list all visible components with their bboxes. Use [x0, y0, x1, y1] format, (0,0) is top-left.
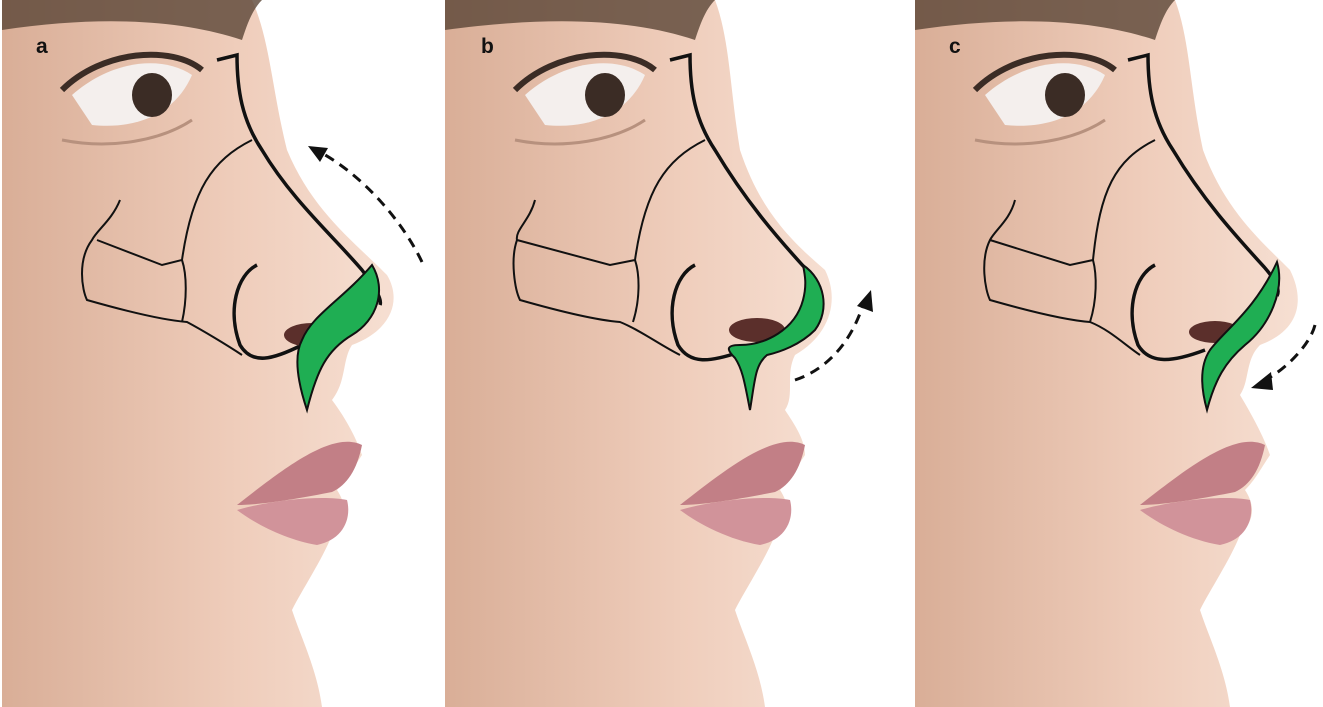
- face-silhouette: [915, 0, 1298, 707]
- panel-label-a: a: [36, 36, 48, 57]
- panel-a-illustration: [2, 0, 432, 707]
- arrowhead: [1251, 372, 1273, 390]
- face-silhouette: [2, 0, 394, 707]
- panel-label-c: c: [949, 36, 961, 57]
- arrowhead: [857, 290, 873, 312]
- panel-b-illustration: [445, 0, 885, 707]
- panel-b: b: [445, 0, 885, 707]
- panel-c: c: [915, 0, 1323, 707]
- panel-c-illustration: [915, 0, 1323, 707]
- panel-a: a: [2, 0, 432, 707]
- panel-label-b: b: [481, 36, 494, 57]
- arrowhead: [308, 146, 328, 162]
